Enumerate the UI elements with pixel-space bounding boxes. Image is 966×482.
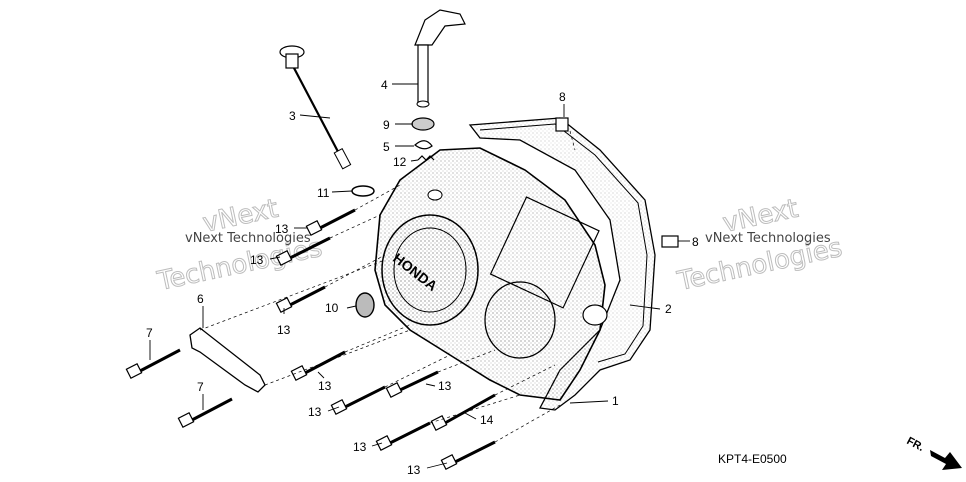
bolt-14 [430, 393, 496, 431]
bracket-6 [189, 327, 266, 393]
dome-ring [393, 227, 467, 313]
o-ring-11 [351, 185, 375, 197]
guide-lines [199, 130, 576, 443]
arrow-icon [930, 450, 962, 470]
clutch-housing-dome [381, 214, 479, 326]
callout-7a: 7 [146, 326, 153, 340]
callout-9: 9 [383, 118, 390, 132]
callout-7b: 7 [197, 380, 204, 394]
callout-13c: 13 [277, 323, 291, 337]
bolts [125, 208, 496, 470]
callout-13d: 13 [318, 379, 332, 393]
callout-8a: 8 [559, 90, 566, 104]
callout-13g: 13 [353, 440, 367, 454]
watermark-left: vNext Technologies vNext Technologies [154, 193, 326, 297]
callout-1: 1 [612, 394, 619, 408]
callout-5: 5 [383, 140, 390, 154]
bolt-13f [330, 385, 386, 415]
bolt-13c [275, 285, 326, 313]
bolt-13e [385, 370, 439, 398]
callout-labels: 1 2 3 4 5 6 7 7 8 8 9 10 11 12 13 13 13 … [146, 78, 699, 477]
spring-12 [417, 155, 435, 161]
dowel-pin-8b [661, 235, 679, 248]
watermark-small: vNext Technologies [705, 231, 831, 246]
direction-label: FR. [905, 435, 926, 454]
bolt-7a [125, 348, 181, 379]
callout-12: 12 [393, 155, 407, 169]
bearing-9 [411, 117, 435, 131]
lower-boss [484, 281, 556, 359]
part-code: KPT4-E0500 [718, 452, 787, 466]
callout-2: 2 [665, 302, 672, 316]
callout-6: 6 [197, 292, 204, 306]
callout-13h: 13 [407, 463, 421, 477]
bolt-13b [275, 236, 331, 266]
bolt-7b [177, 397, 233, 428]
front-arrow: FR. [905, 435, 962, 470]
bolt-13d [290, 350, 346, 381]
callout-13a: 13 [275, 222, 289, 236]
callout-8b: 8 [692, 235, 699, 249]
oil-seal-10 [355, 292, 375, 318]
cover-side-box [489, 196, 600, 309]
filler-hole [427, 189, 443, 201]
bolt-13h [440, 440, 496, 470]
leader-lines [149, 83, 690, 469]
bolt-13g [375, 421, 431, 451]
callout-13b: 13 [250, 253, 264, 267]
dowel-pin-8a [555, 117, 569, 132]
callout-13f: 13 [308, 405, 322, 419]
bolt-13a [305, 208, 356, 236]
callout-4: 4 [381, 78, 388, 92]
gasket-2 [468, 117, 656, 411]
seal-5 [414, 140, 433, 150]
callout-11: 11 [317, 186, 330, 200]
watermark-right: vNext Technologies vNext Technologies [674, 193, 846, 297]
callout-13e: 13 [438, 379, 452, 393]
watermark-small: vNext Technologies [185, 231, 311, 246]
clutch-lever-4 [414, 9, 466, 108]
callout-3: 3 [289, 109, 296, 123]
cover-boss-right [582, 304, 608, 326]
callout-14: 14 [480, 413, 494, 427]
callout-10: 10 [325, 301, 339, 315]
oil-dipstick-3 [279, 45, 352, 170]
